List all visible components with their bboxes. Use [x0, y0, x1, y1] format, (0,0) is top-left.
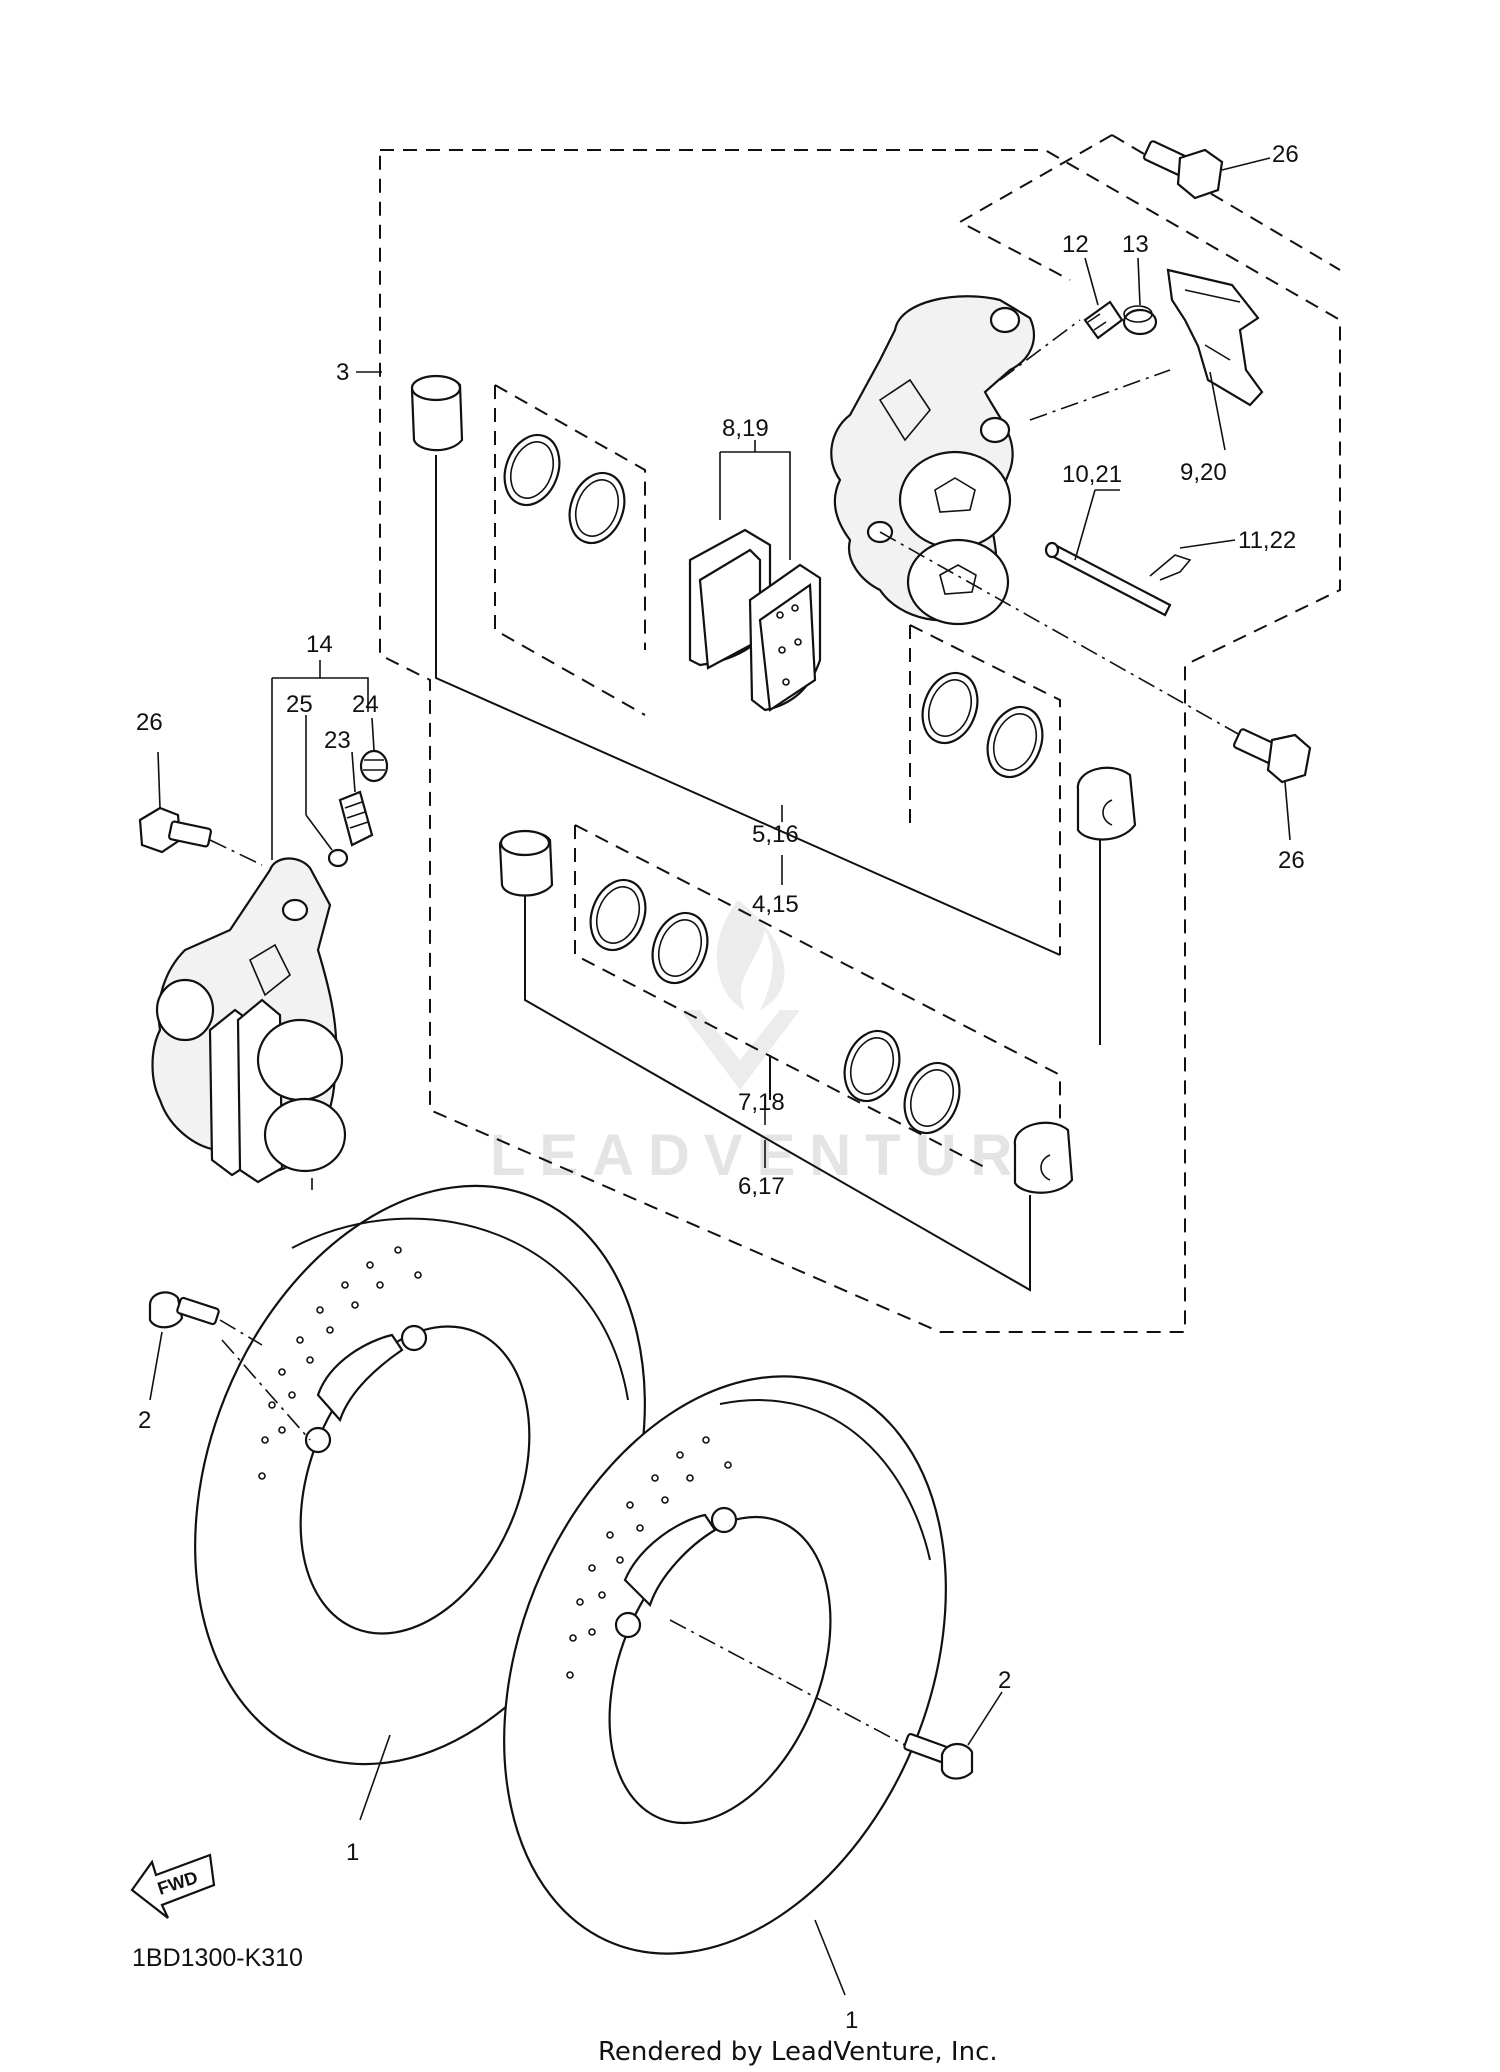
- callout-23: 23: [324, 727, 351, 754]
- callout-2-right: 2: [998, 1667, 1011, 1694]
- callout-8-19: 8,19: [722, 415, 769, 442]
- callout-25: 25: [286, 691, 313, 718]
- callout-9-20: 9,20: [1180, 459, 1227, 486]
- callout-26-right: 26: [1278, 847, 1305, 874]
- callout-14: 14: [306, 631, 333, 658]
- pad-spring-9-20: [1166, 268, 1264, 451]
- caliper-assembly-14: [151, 677, 369, 1190]
- callout-1-right: 1: [845, 2007, 858, 2034]
- pad-pin-10-21: [1044, 489, 1172, 617]
- callout-6-17: 6,17: [738, 1173, 785, 1200]
- leader-4-15: [435, 455, 1061, 956]
- callout-3: 3: [336, 359, 349, 386]
- axis-line-upper: [1029, 369, 1171, 421]
- piston-lower-left: [498, 829, 554, 897]
- o-ring-25: [305, 715, 349, 868]
- callout-26-top: 26: [1272, 141, 1299, 168]
- seal-group-box-upper: [494, 384, 646, 716]
- caliper-kit-boundary: [379, 149, 1341, 1333]
- leader-6-17: [524, 895, 1031, 1292]
- seals-upper: [503, 433, 626, 545]
- axis-line-bleed: [999, 319, 1081, 381]
- bolt-26-top: [1143, 140, 1271, 200]
- piston-lower-right: [1013, 1121, 1074, 1194]
- callout-5-16: 5,16: [752, 821, 799, 848]
- pin-clip-11-22: [1149, 539, 1236, 581]
- pad-holes: [776, 604, 802, 686]
- fwd-arrow: FWD: [130, 1853, 216, 1919]
- brake-pads-8-19: [688, 440, 822, 712]
- disc-holes-left: [258, 1246, 422, 1480]
- callout-4-15: 4,15: [752, 891, 799, 918]
- disc-bolt-2-right: [903, 1691, 1003, 1780]
- bleed-screw-12: [1083, 257, 1124, 340]
- bleed-screw-23: [338, 751, 374, 847]
- callout-13: 13: [1122, 231, 1149, 258]
- bolt-26-right: [1233, 728, 1312, 841]
- callout-24: 24: [352, 691, 379, 718]
- callout-10-21: 10,21: [1062, 461, 1122, 488]
- footer-credit: Rendered by LeadVenture, Inc.: [598, 2037, 998, 2067]
- callout-2-left: 2: [138, 1407, 151, 1434]
- callout-26-left: 26: [136, 709, 163, 736]
- bolt-26-left: [138, 751, 263, 866]
- bleed-cap-24: [359, 717, 389, 783]
- seals-right: [921, 671, 1044, 779]
- pad-pin-group-box: [957, 134, 1341, 281]
- caliper-half-right: [830, 295, 1035, 626]
- bleed-cap-13: [1122, 257, 1158, 336]
- callout-11-22: 11,22: [1238, 527, 1296, 554]
- disc-holes-right: [566, 1436, 732, 1679]
- watermark: LEADVENTURE: [490, 900, 1065, 1188]
- brake-disc-right: [503, 1375, 947, 1996]
- axis-line-lower: [879, 531, 1241, 736]
- diagram-code: 1BD1300-K310: [132, 1944, 303, 1972]
- piston-right: [1076, 766, 1137, 841]
- callout-7-18: 7,18: [738, 1089, 785, 1116]
- seal-group-box-right: [909, 624, 1061, 955]
- disc-bolt-2-left: [148, 1291, 263, 1401]
- seals-lower: [589, 878, 961, 1135]
- callout-1-left: 1: [346, 1839, 359, 1866]
- callout-12: 12: [1062, 231, 1089, 258]
- piston-upper-left: [410, 374, 464, 452]
